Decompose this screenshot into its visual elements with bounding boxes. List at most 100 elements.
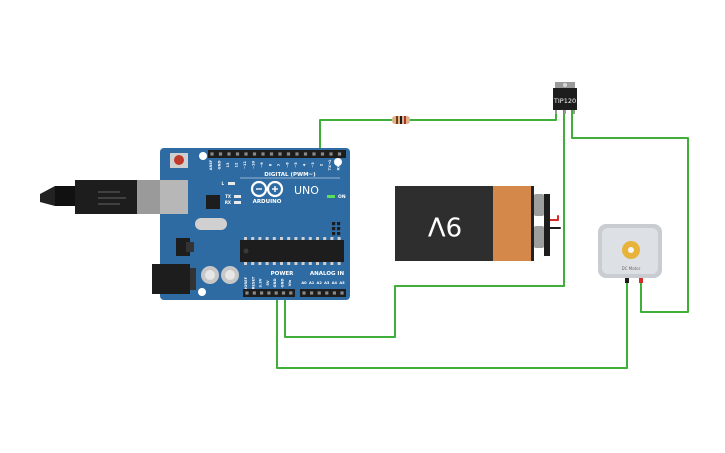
- resistor-band-2: [400, 116, 402, 124]
- header-pin[interactable]: [244, 152, 248, 156]
- led-on-label: ON: [338, 194, 346, 200]
- motor-terminal-2[interactable]: [639, 278, 643, 283]
- header-pin[interactable]: [210, 152, 214, 156]
- header-pin[interactable]: [325, 291, 329, 295]
- pin-label: 5V: [266, 280, 270, 286]
- dc-motor[interactable]: DC Motor: [598, 224, 662, 283]
- header-pin[interactable]: [310, 291, 314, 295]
- arduino-brand: ARDUINO: [253, 199, 282, 205]
- header-pin[interactable]: [320, 152, 325, 156]
- wire-battery-positive[interactable]: [547, 215, 559, 221]
- header-pin[interactable]: [227, 152, 231, 156]
- header-pin[interactable]: [317, 291, 321, 295]
- usb-port: [160, 180, 188, 214]
- wire-collector-to-gnd[interactable]: [284, 109, 565, 338]
- header-pin[interactable]: [286, 152, 291, 156]
- icsp-pin: [332, 222, 336, 226]
- header-pin[interactable]: [329, 152, 333, 156]
- chip-leg: [294, 237, 298, 240]
- arduino-model: UNO: [294, 184, 319, 197]
- header-pin[interactable]: [340, 291, 344, 295]
- chip-leg: [301, 237, 305, 240]
- pin-label: A1: [309, 281, 315, 285]
- icsp-pin: [337, 232, 341, 236]
- pin-label: 3.3V: [259, 278, 263, 287]
- header-pin[interactable]: [252, 152, 257, 156]
- chip-leg: [301, 262, 305, 265]
- transistor-body: [553, 88, 577, 110]
- resistor[interactable]: [392, 116, 410, 124]
- icsp-pin: [337, 222, 341, 226]
- mount-hole-1: [199, 152, 207, 160]
- icsp-pin: [337, 227, 341, 231]
- header-pin[interactable]: [303, 152, 308, 156]
- battery-terminal-positive[interactable]: [534, 194, 544, 216]
- pin-label: 2: [320, 163, 324, 166]
- reset-button[interactable]: [174, 155, 184, 165]
- header-pin[interactable]: [289, 291, 293, 295]
- pin-label: 13: [226, 162, 230, 168]
- header-pin[interactable]: [337, 152, 342, 156]
- header-pin[interactable]: [312, 152, 316, 156]
- pin-label: A2: [317, 281, 323, 285]
- power-jack[interactable]: [152, 264, 190, 294]
- digital-pin-holes: [210, 152, 342, 156]
- resistor-band-1: [396, 116, 398, 124]
- transistor[interactable]: TIP120: [553, 82, 577, 114]
- digital-header: [208, 150, 346, 158]
- transistor-tab-hole: [563, 83, 567, 87]
- header-pin[interactable]: [274, 291, 278, 295]
- pin-label: ~9: [260, 162, 264, 168]
- pin-label: ~5: [294, 162, 298, 168]
- chip-leg: [287, 262, 291, 265]
- motor-terminal-1[interactable]: [625, 278, 629, 283]
- header-pin[interactable]: [245, 291, 249, 295]
- chip-leg: [316, 237, 319, 240]
- pin-label: ~11: [243, 160, 247, 169]
- chip-leg: [244, 262, 247, 265]
- header-pin[interactable]: [260, 291, 264, 295]
- usb-cable[interactable]: [40, 180, 160, 214]
- chip-leg: [330, 262, 334, 265]
- icsp-pin: [332, 227, 336, 231]
- header-pin[interactable]: [235, 152, 240, 156]
- led-rx-label: RX: [225, 200, 231, 205]
- transistor-label: TIP120: [553, 97, 576, 105]
- chip-leg: [330, 237, 334, 240]
- header-pin[interactable]: [302, 291, 306, 295]
- chip-leg: [258, 262, 262, 265]
- chip-leg: [308, 237, 312, 240]
- pin-label: TX→1: [328, 159, 332, 170]
- chip-leg: [323, 237, 327, 240]
- motor-shaft: [628, 247, 634, 253]
- resistor-band-3: [404, 116, 406, 124]
- led-tx-label: TX: [225, 194, 231, 199]
- analog-label: ANALOG IN: [310, 271, 345, 277]
- chip-leg: [280, 237, 283, 240]
- usb-icon: [98, 191, 126, 205]
- header-pin[interactable]: [295, 152, 299, 156]
- pin-label: RESET: [251, 276, 255, 289]
- header-pin[interactable]: [218, 152, 223, 156]
- pin-label: A0: [301, 281, 307, 285]
- header-pin[interactable]: [261, 152, 265, 156]
- power-label: POWER: [271, 271, 295, 277]
- header-pin[interactable]: [281, 291, 286, 295]
- header-pin[interactable]: [269, 152, 274, 156]
- wire-resistor-to-base[interactable]: [409, 109, 557, 121]
- header-pin[interactable]: [252, 291, 256, 295]
- header-pin[interactable]: [332, 291, 336, 295]
- header-pin[interactable]: [267, 291, 271, 295]
- wire-emitter-to-motor[interactable]: [571, 109, 689, 313]
- wire-pin3-to-resistor[interactable]: [319, 119, 393, 153]
- chip-leg: [258, 237, 262, 240]
- header-pin[interactable]: [278, 152, 282, 156]
- wire-gnd-to-motor[interactable]: [276, 279, 628, 369]
- battery-9v[interactable]: 9V: [395, 186, 550, 261]
- battery-terminal-negative[interactable]: [534, 226, 544, 248]
- led-on: [327, 195, 335, 198]
- pin-label: GND: [218, 161, 222, 170]
